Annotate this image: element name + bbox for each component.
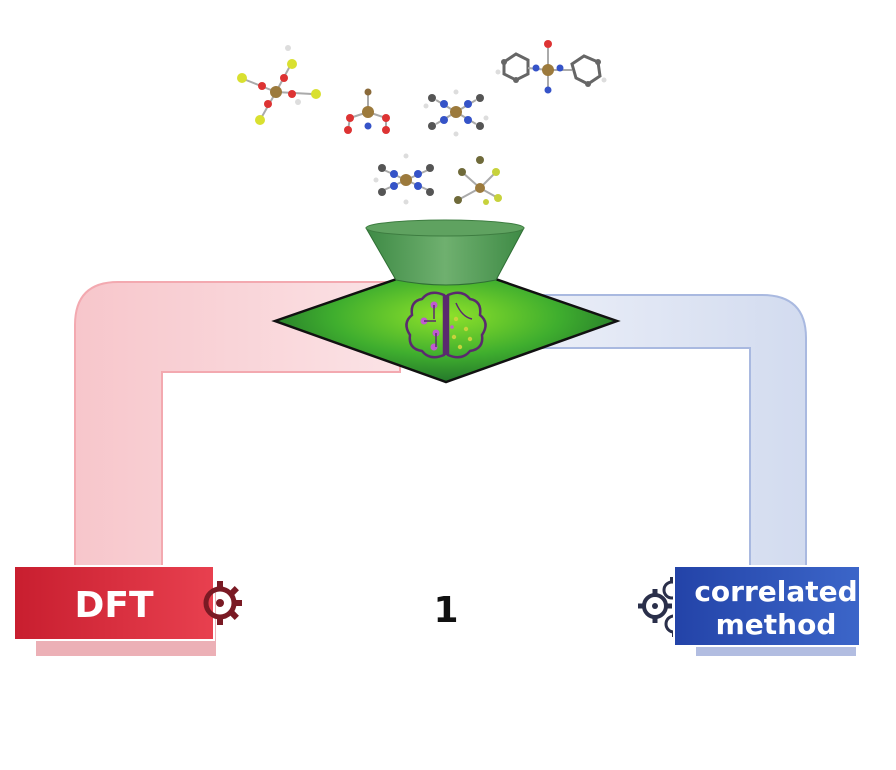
dft-box: DFT bbox=[13, 565, 216, 656]
correlated-method-box: correlated method bbox=[673, 565, 861, 656]
brain-icon bbox=[405, 291, 487, 359]
molecule-2 bbox=[344, 88, 390, 134]
molecule-5 bbox=[373, 153, 434, 205]
correlated-label-line2: method bbox=[716, 608, 837, 641]
center-number: 1 bbox=[433, 590, 458, 631]
left-pipe bbox=[74, 281, 401, 571]
funnel bbox=[365, 219, 525, 286]
gear-icon bbox=[203, 581, 242, 625]
gear-icon bbox=[638, 589, 672, 623]
molecule-3 bbox=[423, 89, 489, 137]
molecule-6 bbox=[454, 156, 502, 205]
molecule-4 bbox=[495, 40, 607, 94]
correlated-label-line1: correlated bbox=[694, 575, 857, 608]
molecule-1 bbox=[237, 45, 321, 125]
dft-label: DFT bbox=[74, 585, 153, 626]
